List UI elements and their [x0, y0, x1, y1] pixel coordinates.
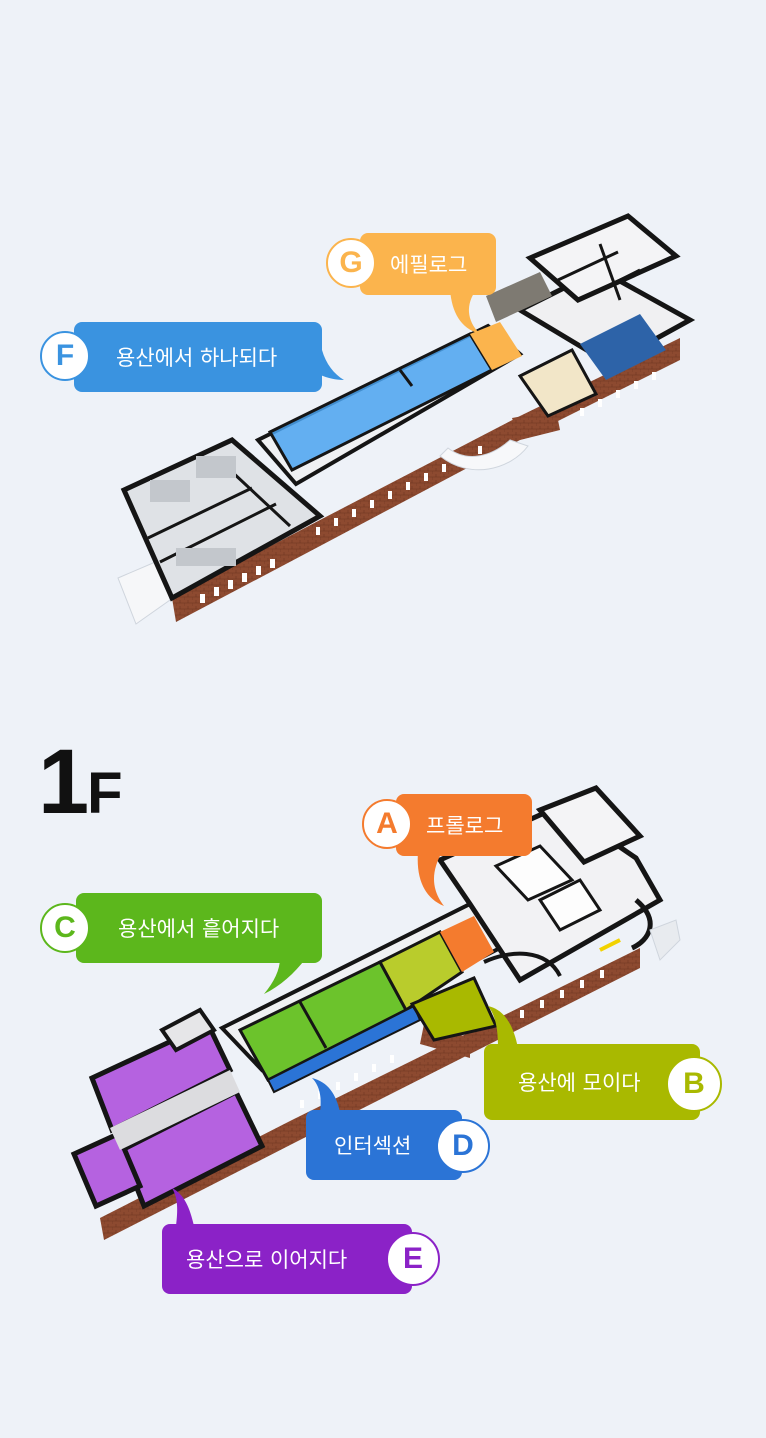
zone-label-box: 용산에서 하나되다 — [74, 322, 322, 392]
zone-label: 용산에서 흩어지다 — [118, 917, 280, 941]
zone-letter-badge: D — [436, 1119, 490, 1173]
zone-letter-badge: E — [386, 1232, 440, 1286]
zone-label: 인터섹션 — [334, 1134, 412, 1158]
zone-letter-badge: B — [666, 1056, 722, 1112]
callout-tail — [312, 1078, 340, 1112]
callout-tail — [450, 290, 480, 334]
floor-number: 1 — [38, 731, 89, 833]
callout-tail — [417, 852, 444, 906]
zone-label: 프롤로그 — [426, 814, 504, 838]
zone-letter-badge: G — [326, 238, 376, 288]
zone-label: 에필로그 — [390, 253, 468, 277]
zone-label: 용산에 모이다 — [518, 1071, 641, 1095]
zone-label-box: 프롤로그 — [396, 794, 532, 856]
zone-label-box: 용산으로 이어지다 — [162, 1224, 412, 1294]
zone-label: 용산에서 하나되다 — [116, 346, 278, 370]
zone-letter-badge: A — [362, 799, 412, 849]
zone-letter-badge: C — [40, 903, 90, 953]
zone-label-box: 용산에서 흩어지다 — [76, 893, 322, 963]
zone-label: 용산으로 이어지다 — [186, 1248, 348, 1272]
zone-letter-badge: F — [40, 331, 90, 381]
callout-tail — [488, 1006, 518, 1048]
zone-label-box: 에필로그 — [360, 233, 496, 295]
upper-floor-plan — [117, 213, 696, 625]
zone-label-box: 용산에 모이다 — [484, 1044, 700, 1120]
floor-suffix: F — [87, 761, 123, 826]
callout-tail — [264, 958, 306, 994]
floor-title: 1F — [38, 736, 123, 828]
callout-tail — [172, 1188, 194, 1226]
